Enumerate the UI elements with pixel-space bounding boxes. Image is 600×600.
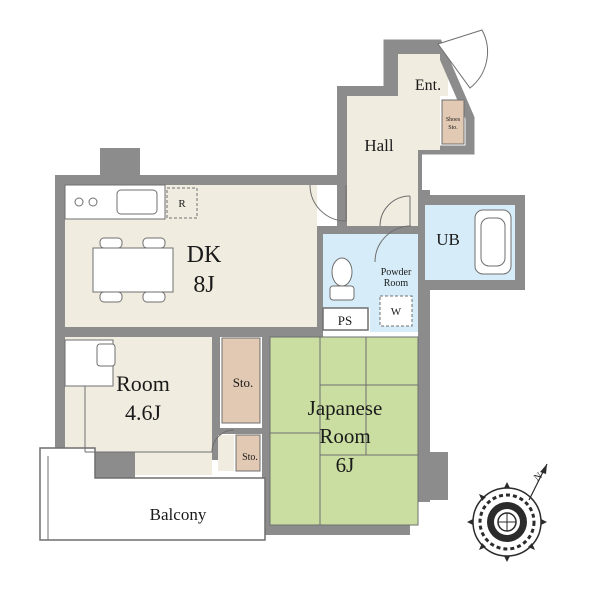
sink-icon — [116, 189, 158, 215]
ps-box — [322, 307, 369, 331]
powder-label-2: Room — [384, 278, 409, 289]
hall-label: Hall — [364, 136, 394, 155]
powder-label-1: Powder — [381, 267, 412, 278]
fridge-space — [166, 187, 198, 219]
doors — [211, 29, 489, 470]
washer-label: W — [391, 306, 402, 318]
japanese-size: 6J — [336, 453, 355, 477]
storage-small-label: Sto. — [242, 452, 258, 463]
storage-big-label: Sto. — [233, 375, 254, 390]
fridge-label: R — [178, 198, 186, 210]
entrance-label: Ent. — [415, 77, 441, 94]
room-name: Room — [116, 371, 170, 396]
entrance-floor-lower — [410, 96, 440, 150]
shoes-label-2: Sto. — [448, 125, 458, 131]
japanese-name-1: Japanese — [308, 396, 383, 420]
balcony-outline — [39, 447, 266, 541]
storage-small-floor — [235, 434, 261, 472]
ub-label: UB — [436, 230, 460, 249]
room-size: 4.6J — [125, 400, 162, 425]
ps-label: PS — [338, 313, 352, 328]
bathtub-icon — [474, 209, 512, 275]
balcony-label: Balcony — [150, 505, 207, 524]
compass-icon — [467, 463, 548, 562]
shoes-storage-box — [441, 99, 465, 145]
stove-burner-icon — [74, 197, 84, 207]
washer-box — [379, 295, 413, 327]
stove-burner-icon — [88, 197, 98, 207]
japanese-name-2: Room — [319, 424, 370, 448]
dk-name: DK — [187, 242, 222, 268]
desk — [64, 339, 212, 453]
tatami-floor — [270, 337, 418, 525]
room-floor-lower — [135, 452, 212, 475]
shoes-label-1: Shoes — [446, 117, 461, 123]
tatami-lines — [269, 336, 419, 526]
walls — [55, 44, 525, 535]
dining-table — [92, 237, 174, 303]
kitchen — [64, 184, 198, 220]
toilet-icon — [329, 257, 355, 301]
storage-big-floor — [221, 337, 261, 424]
dk-size: 8J — [193, 272, 214, 298]
